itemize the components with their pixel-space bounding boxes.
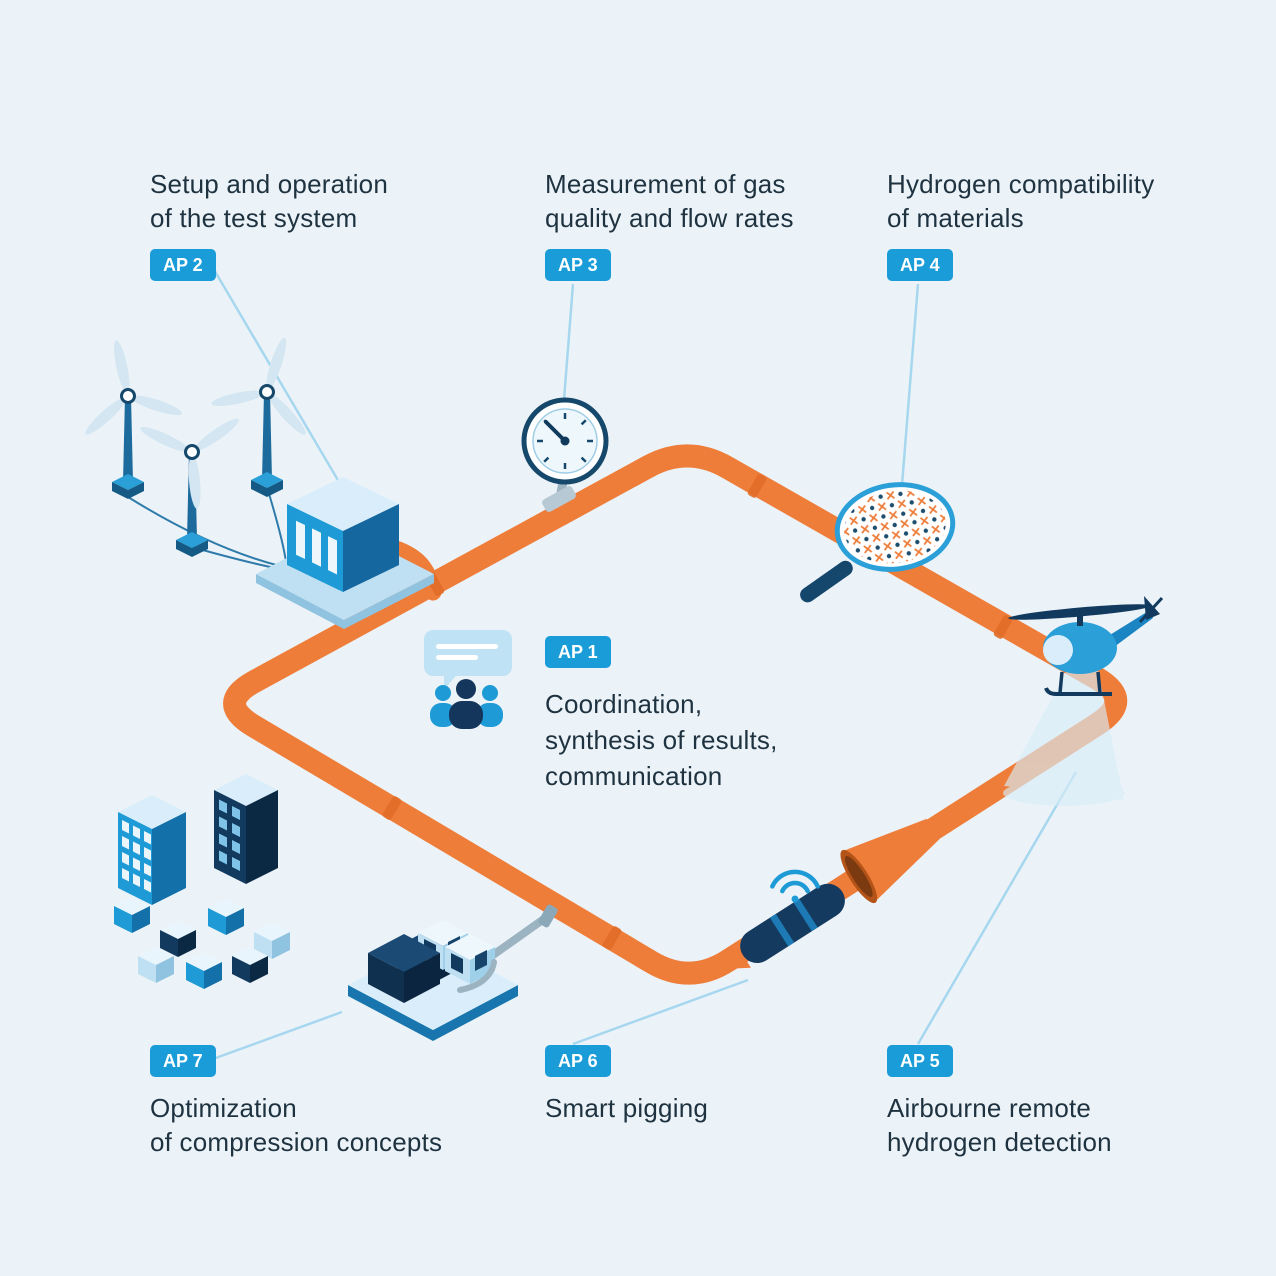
label-line: of compression concepts bbox=[150, 1127, 443, 1157]
smart-pig-icon bbox=[720, 818, 940, 970]
badge-ap2: AP 2 bbox=[150, 249, 216, 281]
badge-ap1: AP 1 bbox=[545, 636, 611, 668]
houses bbox=[114, 897, 290, 989]
pig-body bbox=[720, 883, 845, 970]
label-ap2: Setup and operation of the test system bbox=[150, 167, 388, 235]
label-line: Measurement of gas bbox=[545, 169, 786, 199]
badge-ap5: AP 5 bbox=[887, 1045, 953, 1077]
pipe-collar bbox=[538, 904, 558, 928]
wind-turbines-icon bbox=[85, 337, 306, 557]
compressor-station-icon bbox=[348, 920, 518, 1041]
label-line: Coordination, bbox=[545, 689, 703, 719]
wind-turbine bbox=[140, 418, 239, 557]
magnifier-handle bbox=[800, 560, 853, 603]
wind-power-station-icon bbox=[256, 477, 434, 629]
wifi-icon bbox=[770, 869, 820, 894]
badge-ap6: AP 6 bbox=[545, 1045, 611, 1077]
badge-ap3: AP 3 bbox=[545, 249, 611, 281]
label-line: Smart pigging bbox=[545, 1093, 709, 1123]
label-line: of the test system bbox=[150, 203, 358, 233]
label-line: hydrogen detection bbox=[887, 1127, 1112, 1157]
label-line: Hydrogen compatibility bbox=[887, 169, 1155, 199]
label-line: communication bbox=[545, 761, 723, 791]
meeting-icon bbox=[424, 630, 512, 729]
city-buildings-icon bbox=[114, 774, 290, 989]
helicopter-icon bbox=[1008, 596, 1164, 696]
wind-turbine bbox=[211, 337, 306, 497]
label-line: quality and flow rates bbox=[545, 203, 794, 233]
helicopter-light-cone bbox=[1003, 670, 1125, 806]
label-ap5: Airbourne remote hydrogen detection bbox=[887, 1091, 1112, 1159]
connector-lines bbox=[211, 267, 1078, 1061]
speech-bubble bbox=[424, 630, 512, 676]
label-ap7: Optimization of compression concepts bbox=[150, 1091, 442, 1159]
label-line: synthesis of results, bbox=[545, 725, 778, 755]
label-ap4: Hydrogen compatibility of materials bbox=[887, 167, 1154, 235]
label-line: of materials bbox=[887, 203, 1024, 233]
wind-turbine bbox=[85, 340, 183, 499]
connector-line-ap3 bbox=[562, 283, 575, 401]
material-magnifier-icon bbox=[800, 482, 956, 603]
label-line: Setup and operation bbox=[150, 169, 388, 199]
label-line: Airbourne remote bbox=[887, 1093, 1092, 1123]
badge-ap4: AP 4 bbox=[887, 249, 953, 281]
connector-line-ap7 bbox=[212, 1010, 343, 1061]
people-group bbox=[430, 679, 503, 729]
station-louvers bbox=[296, 520, 337, 575]
connector-line-ap2 bbox=[211, 267, 344, 488]
connector-line-ap5 bbox=[916, 771, 1078, 1045]
label-ap3: Measurement of gas quality and flow rate… bbox=[545, 167, 794, 235]
label-ap1: Coordination, synthesis of results, comm… bbox=[545, 686, 778, 794]
label-ap6: Smart pigging bbox=[545, 1091, 708, 1125]
power-cables bbox=[127, 486, 287, 570]
badge-ap7: AP 7 bbox=[150, 1045, 216, 1077]
pressure-gauge-icon bbox=[521, 397, 609, 512]
connector-line-ap4 bbox=[900, 283, 920, 486]
compressor-cabinet bbox=[445, 934, 495, 984]
label-line: Optimization bbox=[150, 1093, 297, 1123]
connector-line-ap6 bbox=[572, 978, 749, 1046]
